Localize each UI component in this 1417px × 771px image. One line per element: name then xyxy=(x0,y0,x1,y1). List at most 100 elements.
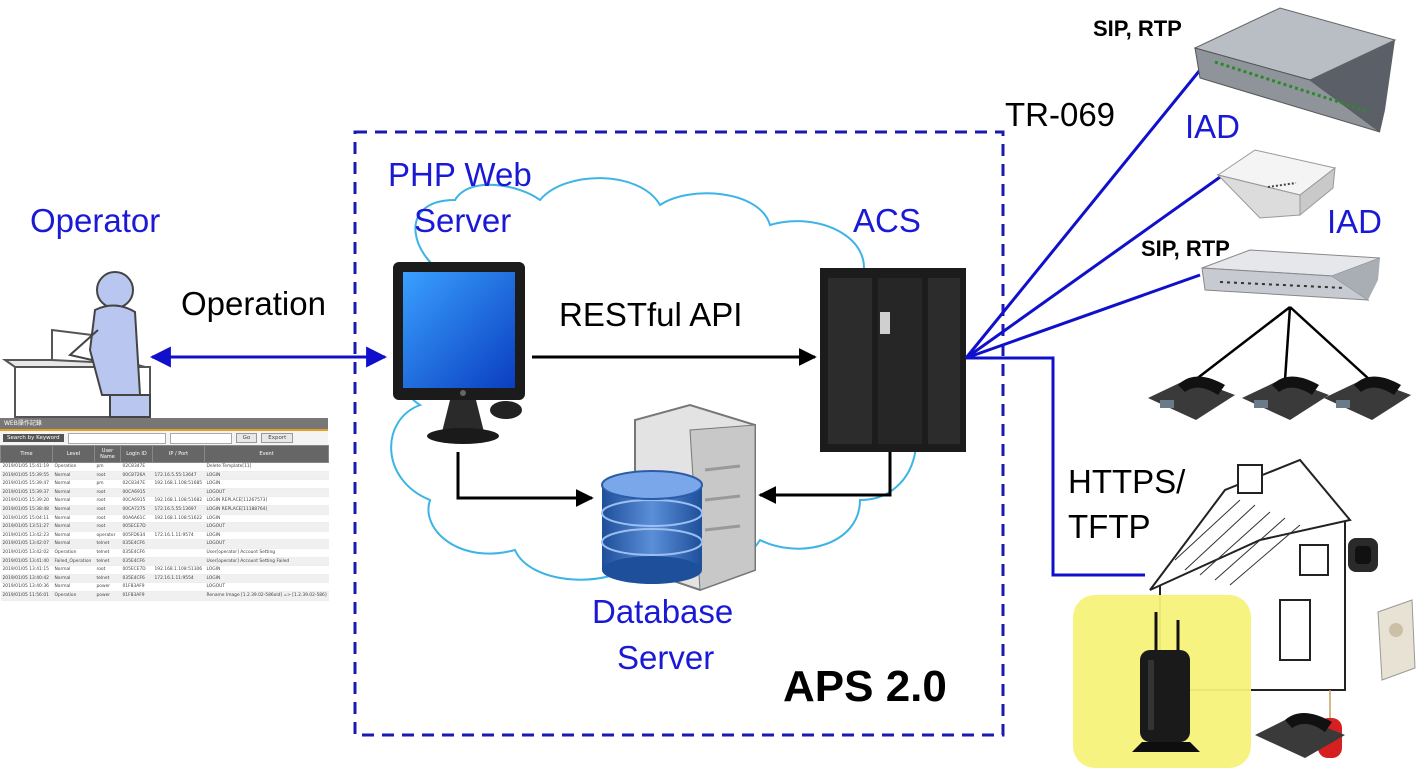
log-cell: pm xyxy=(94,462,121,472)
ip-phone-icon xyxy=(1148,376,1235,420)
log-cell: root xyxy=(94,522,121,532)
log-cell: 192.168.1.108:51685 xyxy=(152,479,205,489)
log-cell: root xyxy=(94,505,121,515)
smart-watch-icon xyxy=(1348,538,1378,572)
log-cell: power xyxy=(94,582,121,592)
log-cell: Normal xyxy=(52,539,95,549)
log-cell: 192.168.1.108:51622 xyxy=(152,514,205,524)
log-cell: 005ECE7D xyxy=(120,565,153,575)
log-cell: 2019/01/05 15:39:47 xyxy=(0,479,53,489)
sip-rtp-label-2: SIP, RTP xyxy=(1141,236,1230,261)
iad-switch-icon xyxy=(1201,249,1381,301)
log-cell: pm xyxy=(94,479,121,489)
log-cell: 035E4CF6 xyxy=(120,557,153,567)
aps-boundary xyxy=(353,130,1005,737)
log-cell: LOGOUT xyxy=(204,539,329,549)
log-cell: Normal xyxy=(52,514,95,524)
search-keyword-input[interactable] xyxy=(67,432,166,444)
log-cell: 00CA7275 xyxy=(120,505,153,515)
log-cell: 035E4CF6 xyxy=(120,539,153,549)
log-cell: 192.168.1.108:51682 xyxy=(152,496,205,506)
acs-device-connectors xyxy=(964,69,1231,577)
log-cell: root xyxy=(94,471,121,481)
log-cell: operator xyxy=(94,531,121,541)
log-cell: Normal xyxy=(52,479,95,489)
log-cell: Normal xyxy=(52,531,95,541)
log-column-header: Login ID xyxy=(120,445,153,463)
log-cell xyxy=(152,462,205,472)
aps-version-label: APS 2.0 xyxy=(783,662,947,711)
log-cell: root xyxy=(94,488,121,498)
iad-device-icon xyxy=(1216,149,1337,219)
log-cell: 2019/01/05 13:41:40 xyxy=(0,557,53,567)
log-cell: 172.16.5.55:13697 xyxy=(152,505,205,515)
database-server-icon xyxy=(601,403,756,592)
log-cell: telnet xyxy=(94,557,121,567)
operator-label: Operator xyxy=(30,202,161,239)
log-cell: Normal xyxy=(52,522,95,532)
log-cell xyxy=(152,539,205,549)
tr069-label: TR-069 xyxy=(1005,96,1116,133)
restful-api-label: RESTful API xyxy=(559,296,743,333)
log-cell: 01F83AF9 xyxy=(120,591,153,601)
log-cell: 00CA6915 xyxy=(120,496,153,506)
operation-label: Operation xyxy=(181,285,326,322)
log-cell: root xyxy=(94,565,121,575)
log-cell: 035E4CF6 xyxy=(120,548,153,558)
log-cell: User[operator] Account Setting xyxy=(204,548,329,558)
log-cell: 172.16.1.11:9554 xyxy=(152,574,205,584)
log-cell: Operation xyxy=(52,462,95,472)
log-cell: Normal xyxy=(52,582,95,592)
sip-gateway-icon xyxy=(1193,7,1397,133)
log-cell: LOGOUT xyxy=(204,522,329,532)
ip-phone-icon xyxy=(1242,376,1329,420)
log-cell xyxy=(152,591,205,601)
log-cell: 00CA6915 xyxy=(120,488,153,498)
log-column-header: IP / Port xyxy=(152,445,205,463)
php-web-server-label-line1: PHP Web xyxy=(388,156,532,193)
log-cell: LOGIN xyxy=(204,514,329,524)
motion-sensor-icon xyxy=(1377,599,1416,681)
search-keyword-input-2[interactable] xyxy=(169,432,232,444)
log-cell: Normal xyxy=(52,496,95,506)
phone-connectors xyxy=(1194,306,1371,381)
log-cell: 2019/01/05 15:39:55 xyxy=(0,471,53,481)
log-cell: 2019/01/05 13:51:27 xyxy=(0,522,53,532)
log-cell: LOGIN REPLACE[11267573] xyxy=(204,496,329,506)
log-cell: 2019/01/05 13:42:02 xyxy=(0,548,53,558)
log-column-header: Level xyxy=(52,445,95,463)
log-cell: telnet xyxy=(94,574,121,584)
log-cell: LOGIN xyxy=(204,471,329,481)
log-cell: User[operator] Account Setting Failed xyxy=(204,557,329,567)
log-cell: 2019/01/05 11:56:01 xyxy=(0,591,53,601)
log-cell: 2019/01/05 13:41:15 xyxy=(0,565,53,575)
log-cell: Normal xyxy=(52,565,95,575)
export-button[interactable]: Export xyxy=(261,433,294,443)
log-cell: Rename Image [1.2.39.02-586old] => [1.2.… xyxy=(204,591,329,601)
log-cell: LOGIN xyxy=(204,531,329,541)
log-cell: LOGOUT xyxy=(204,582,329,592)
log-panel-title: WEB操作記錄 xyxy=(0,418,328,431)
log-cell: root xyxy=(94,514,121,524)
log-cell: 2019/01/05 15:04:11 xyxy=(0,514,53,524)
log-column-header: Event xyxy=(204,445,329,463)
search-keyword-label: Search by Keyword xyxy=(3,434,64,442)
log-cell: telnet xyxy=(94,548,121,558)
iad-label-2: IAD xyxy=(1327,203,1383,240)
log-cell: 005ECE7D xyxy=(120,522,153,532)
log-cell: 2019/01/05 13:42:23 xyxy=(0,531,53,541)
https-tftp-label-line1: HTTPS/ xyxy=(1068,463,1186,500)
go-button[interactable]: Go xyxy=(235,433,258,443)
database-server-label-line2: Server xyxy=(617,639,715,676)
log-cell: 2019/01/05 13:42:07 xyxy=(0,539,53,549)
acs-server-icon xyxy=(820,268,966,452)
